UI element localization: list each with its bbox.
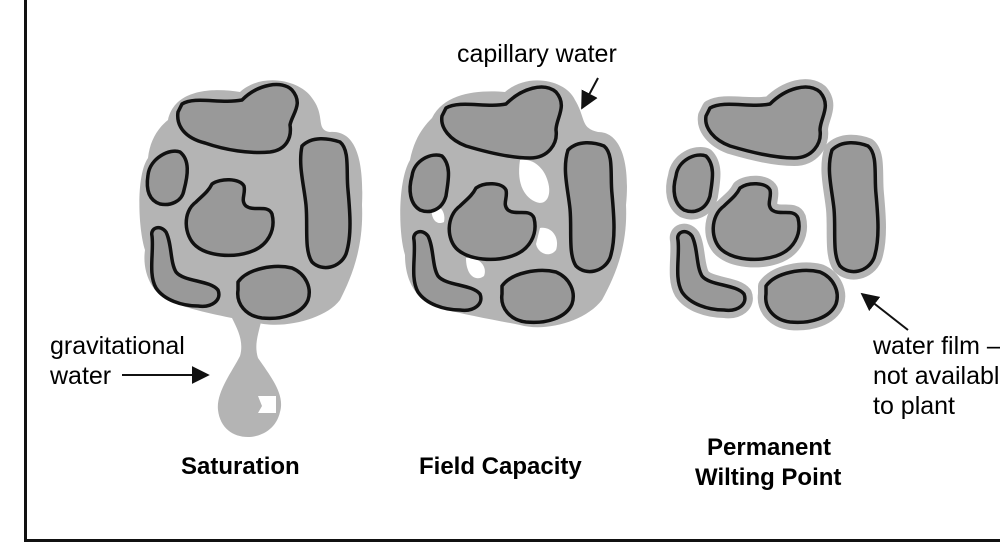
capillary-water-arrow [581,77,599,110]
water-film-label-line1: water film – [873,332,1000,360]
water-film-label-line3: to plant [873,392,956,420]
wilting-point-panel [666,79,886,331]
wilting-point-caption-line1: Permanent [707,434,832,461]
saturation-caption: Saturation [181,453,300,480]
field-capacity-caption: Field Capacity [419,453,582,480]
gravitational-water-drop [217,318,282,437]
soil-particle [563,141,616,274]
air-pore [466,257,485,279]
soil-particle [704,85,828,160]
water-film-arrow [860,292,909,331]
soil-particle [411,229,483,313]
soil-particle [236,264,311,321]
air-pore [536,227,558,255]
field-capacity-panel [400,80,627,328]
soil-particle [827,141,880,274]
soil-particle [711,182,801,262]
soil-particle [149,225,221,309]
drop-highlight [258,396,276,413]
soil-particle [500,268,575,325]
soil-particle [440,85,564,160]
gravitational-label-line1: gravitational [50,332,185,360]
soil-particle [764,268,839,325]
gravitational-label-line2: water [50,362,112,390]
saturation-panel [139,80,363,437]
soil-particle [145,149,189,207]
capillary-water-label: capillary water [457,40,617,68]
soil-particle [447,182,537,262]
soil-particle [298,137,352,270]
soil-particle [408,153,451,214]
air-pore [519,159,550,203]
soil-particle [184,178,275,258]
wilting-point-caption-line2: Wilting Point [695,464,842,491]
water-film-label-line2: not available [873,362,1000,390]
soil-particle [675,229,747,313]
soil-particle [176,82,299,155]
soil-particle [672,153,715,214]
